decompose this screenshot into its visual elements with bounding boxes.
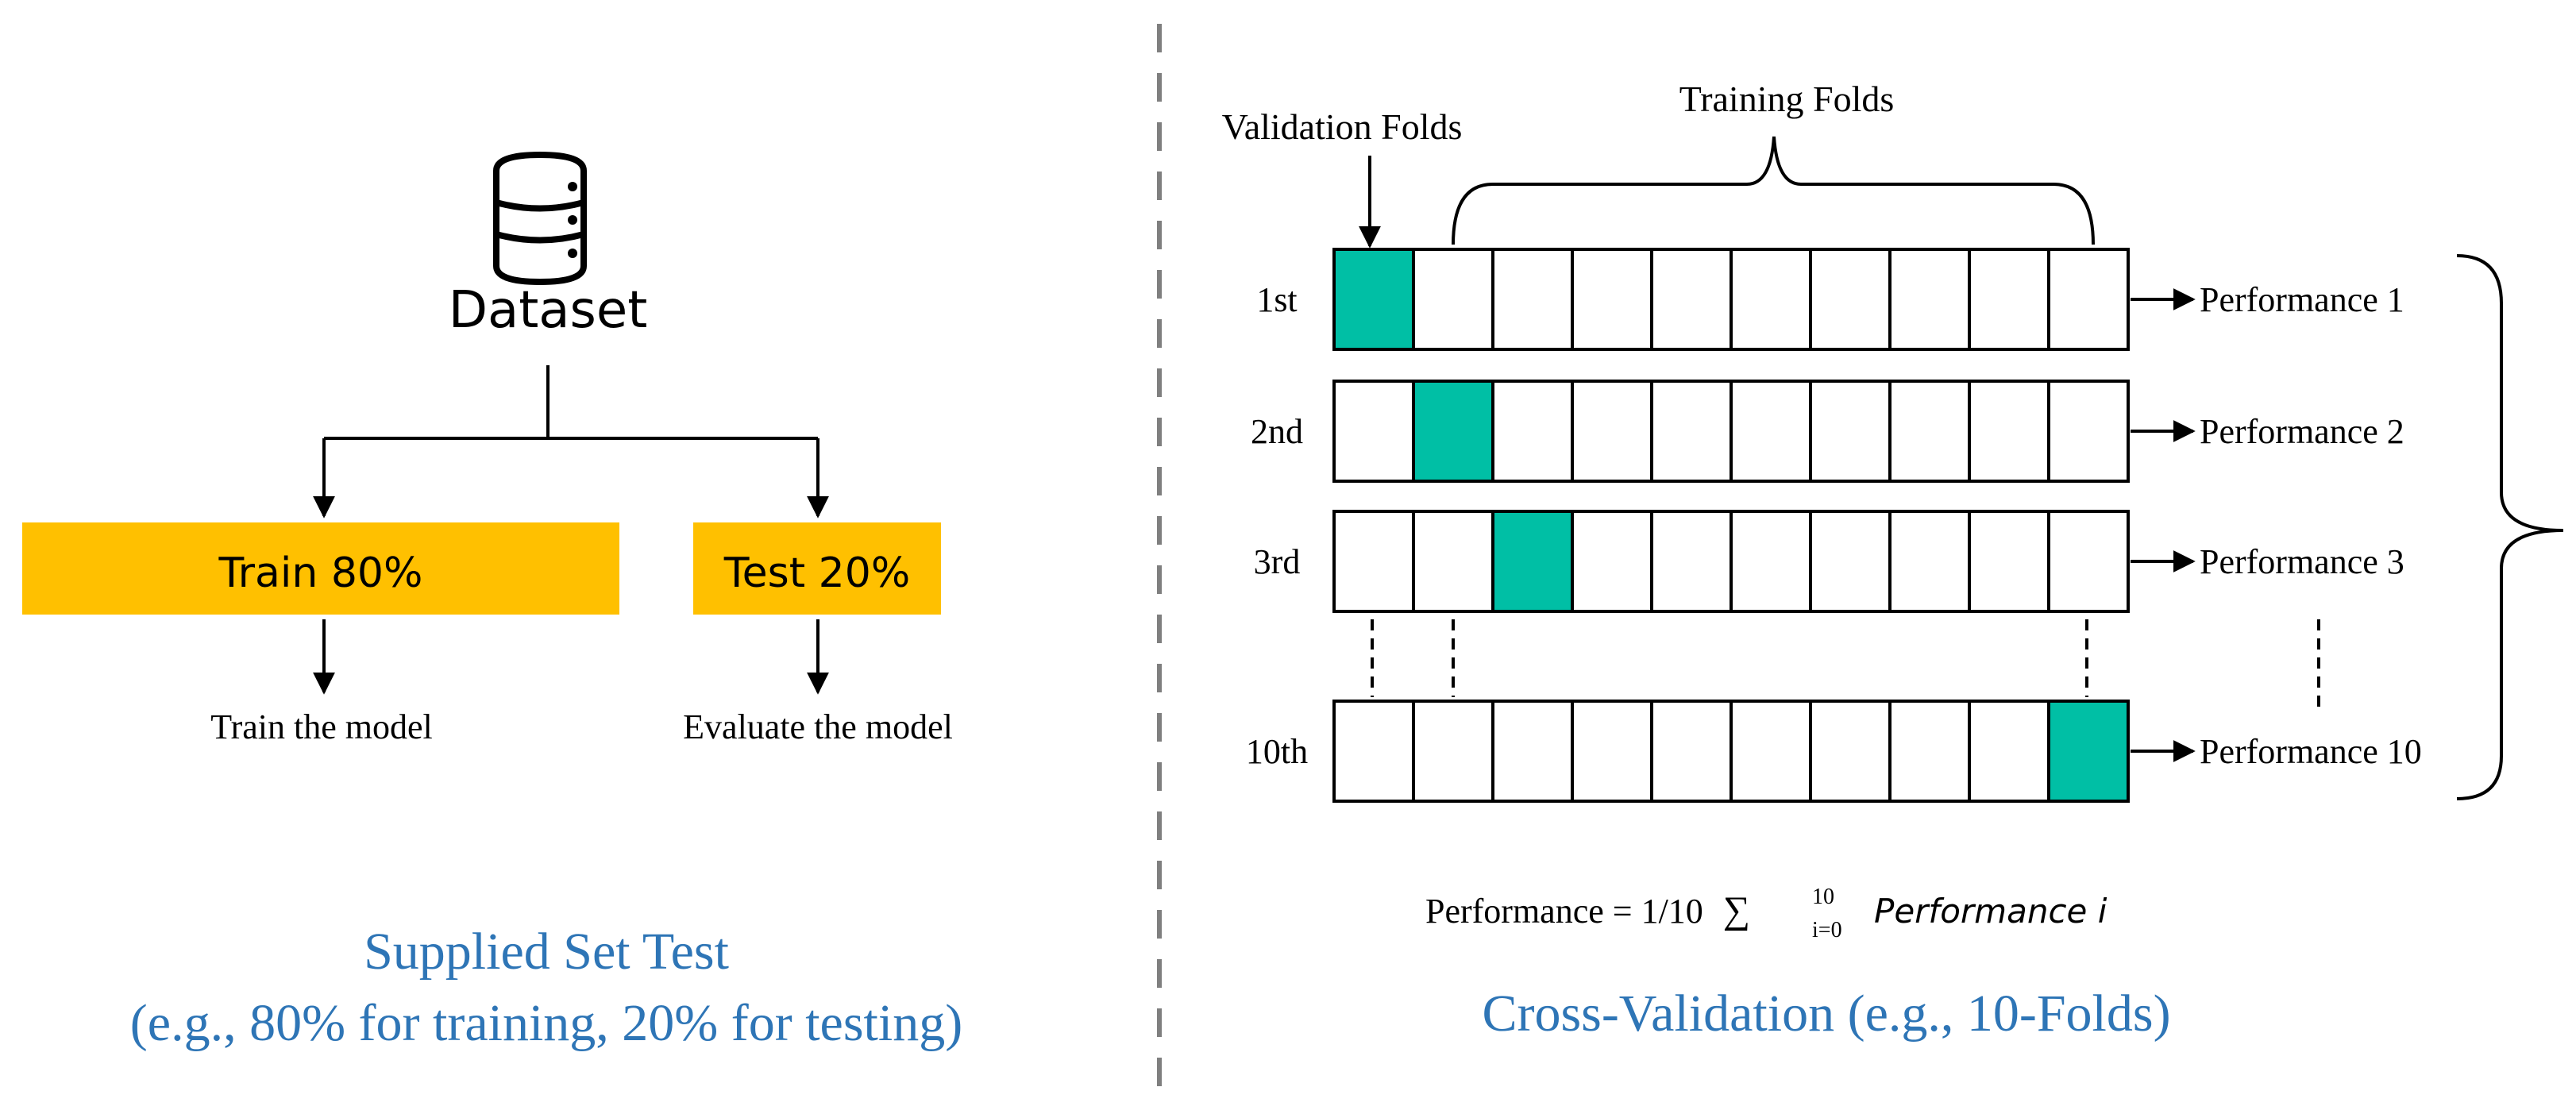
training-fold-cell	[1968, 248, 2050, 351]
training-fold-cell	[1809, 248, 1892, 351]
training-fold-cell	[1491, 248, 1574, 351]
training-fold-cell	[1809, 700, 1892, 803]
database-icon	[493, 151, 587, 286]
test-bar	[693, 522, 941, 615]
training-fold-cell	[1968, 510, 2050, 613]
formula-sum: ∑	[1723, 889, 1750, 931]
test-action-label: Evaluate the model	[683, 707, 953, 746]
training-fold-cell	[1730, 248, 1812, 351]
training-fold-cell	[1491, 380, 1574, 483]
training-folds-label: Training Folds	[1679, 79, 1895, 119]
training-fold-cell	[1888, 510, 1971, 613]
training-fold-cell	[1571, 700, 1653, 803]
left-caption-line1: Supplied Set Test	[364, 923, 729, 981]
right-caption: Cross-Validation (e.g., 10-Folds)	[1482, 985, 2170, 1043]
training-fold-cell	[1650, 380, 1733, 483]
validation-fold-cell	[1491, 510, 1574, 613]
ellipsis-connectors	[1371, 619, 2320, 707]
validation-fold-cell	[1332, 248, 1415, 351]
training-fold-cell	[1332, 700, 1415, 803]
training-fold-cell	[1412, 248, 1494, 351]
training-fold-cell	[1650, 248, 1733, 351]
fold-row-label: 2nd	[1251, 412, 1303, 451]
validation-folds-label: Validation Folds	[1222, 106, 1463, 147]
train-action-label: Train the model	[210, 707, 432, 746]
training-fold-cell	[1412, 510, 1494, 613]
test-label: Test 20%	[723, 549, 911, 597]
training-fold-cell	[1412, 700, 1494, 803]
fold-row-label: 1st	[1256, 280, 1297, 319]
training-fold-cell	[2047, 380, 2130, 483]
validation-fold-cell	[1412, 380, 1494, 483]
training-fold-cell	[1491, 700, 1574, 803]
training-fold-cell	[1332, 510, 1415, 613]
dataset-label: Dataset	[449, 281, 648, 340]
formula-sup: 10	[1812, 885, 1834, 909]
fold-row: 3rd Performance 3	[1254, 510, 2404, 613]
left-caption-line2: (e.g., 80% for training, 20% for testing…	[130, 994, 962, 1052]
training-fold-cell	[1650, 700, 1733, 803]
training-fold-cell	[1888, 380, 1971, 483]
training-fold-cell	[1809, 510, 1892, 613]
performance-label: Performance 10	[2200, 732, 2422, 771]
training-fold-cell	[1888, 700, 1971, 803]
split-connector	[313, 365, 829, 518]
fold-row: 10th Performance 10	[1246, 700, 2422, 803]
formula-term: Performance i	[1874, 892, 2107, 931]
train-bar	[22, 522, 619, 615]
training-fold-cell	[1968, 700, 2050, 803]
training-fold-cell	[1650, 510, 1733, 613]
performance-label: Performance 1	[2200, 280, 2404, 319]
training-fold-cell	[1730, 700, 1812, 803]
training-fold-cell	[1332, 380, 1415, 483]
aggregate-brace	[2456, 254, 2564, 800]
training-fold-cell	[1730, 380, 1812, 483]
training-fold-cell	[1888, 248, 1971, 351]
training-fold-cell	[1571, 510, 1653, 613]
performance-formula: Performance = 1/10 ∑ 10 i=0 Performance …	[1425, 873, 2107, 945]
performance-label: Performance 2	[2200, 412, 2404, 451]
training-fold-cell	[1968, 380, 2050, 483]
formula-sub: i=0	[1812, 918, 1842, 942]
training-fold-cell	[1571, 380, 1653, 483]
training-fold-cell	[1730, 510, 1812, 613]
training-fold-cell	[2047, 510, 2130, 613]
validation-fold-cell	[2047, 700, 2130, 803]
fold-row-label: 10th	[1246, 732, 1308, 771]
performance-label: Performance 3	[2200, 542, 2404, 581]
fold-row: 1st Performance 1	[1256, 248, 2404, 351]
fold-row-label: 3rd	[1254, 542, 1301, 581]
training-fold-cell	[1571, 248, 1653, 351]
training-fold-cell	[2047, 248, 2130, 351]
train-label: Train 80%	[218, 549, 423, 597]
fold-row: 2nd Performance 2	[1251, 380, 2404, 483]
training-fold-cell	[1809, 380, 1892, 483]
training-folds-brace	[1452, 136, 2095, 245]
formula-prefix: Performance = 1/10	[1425, 892, 1703, 931]
